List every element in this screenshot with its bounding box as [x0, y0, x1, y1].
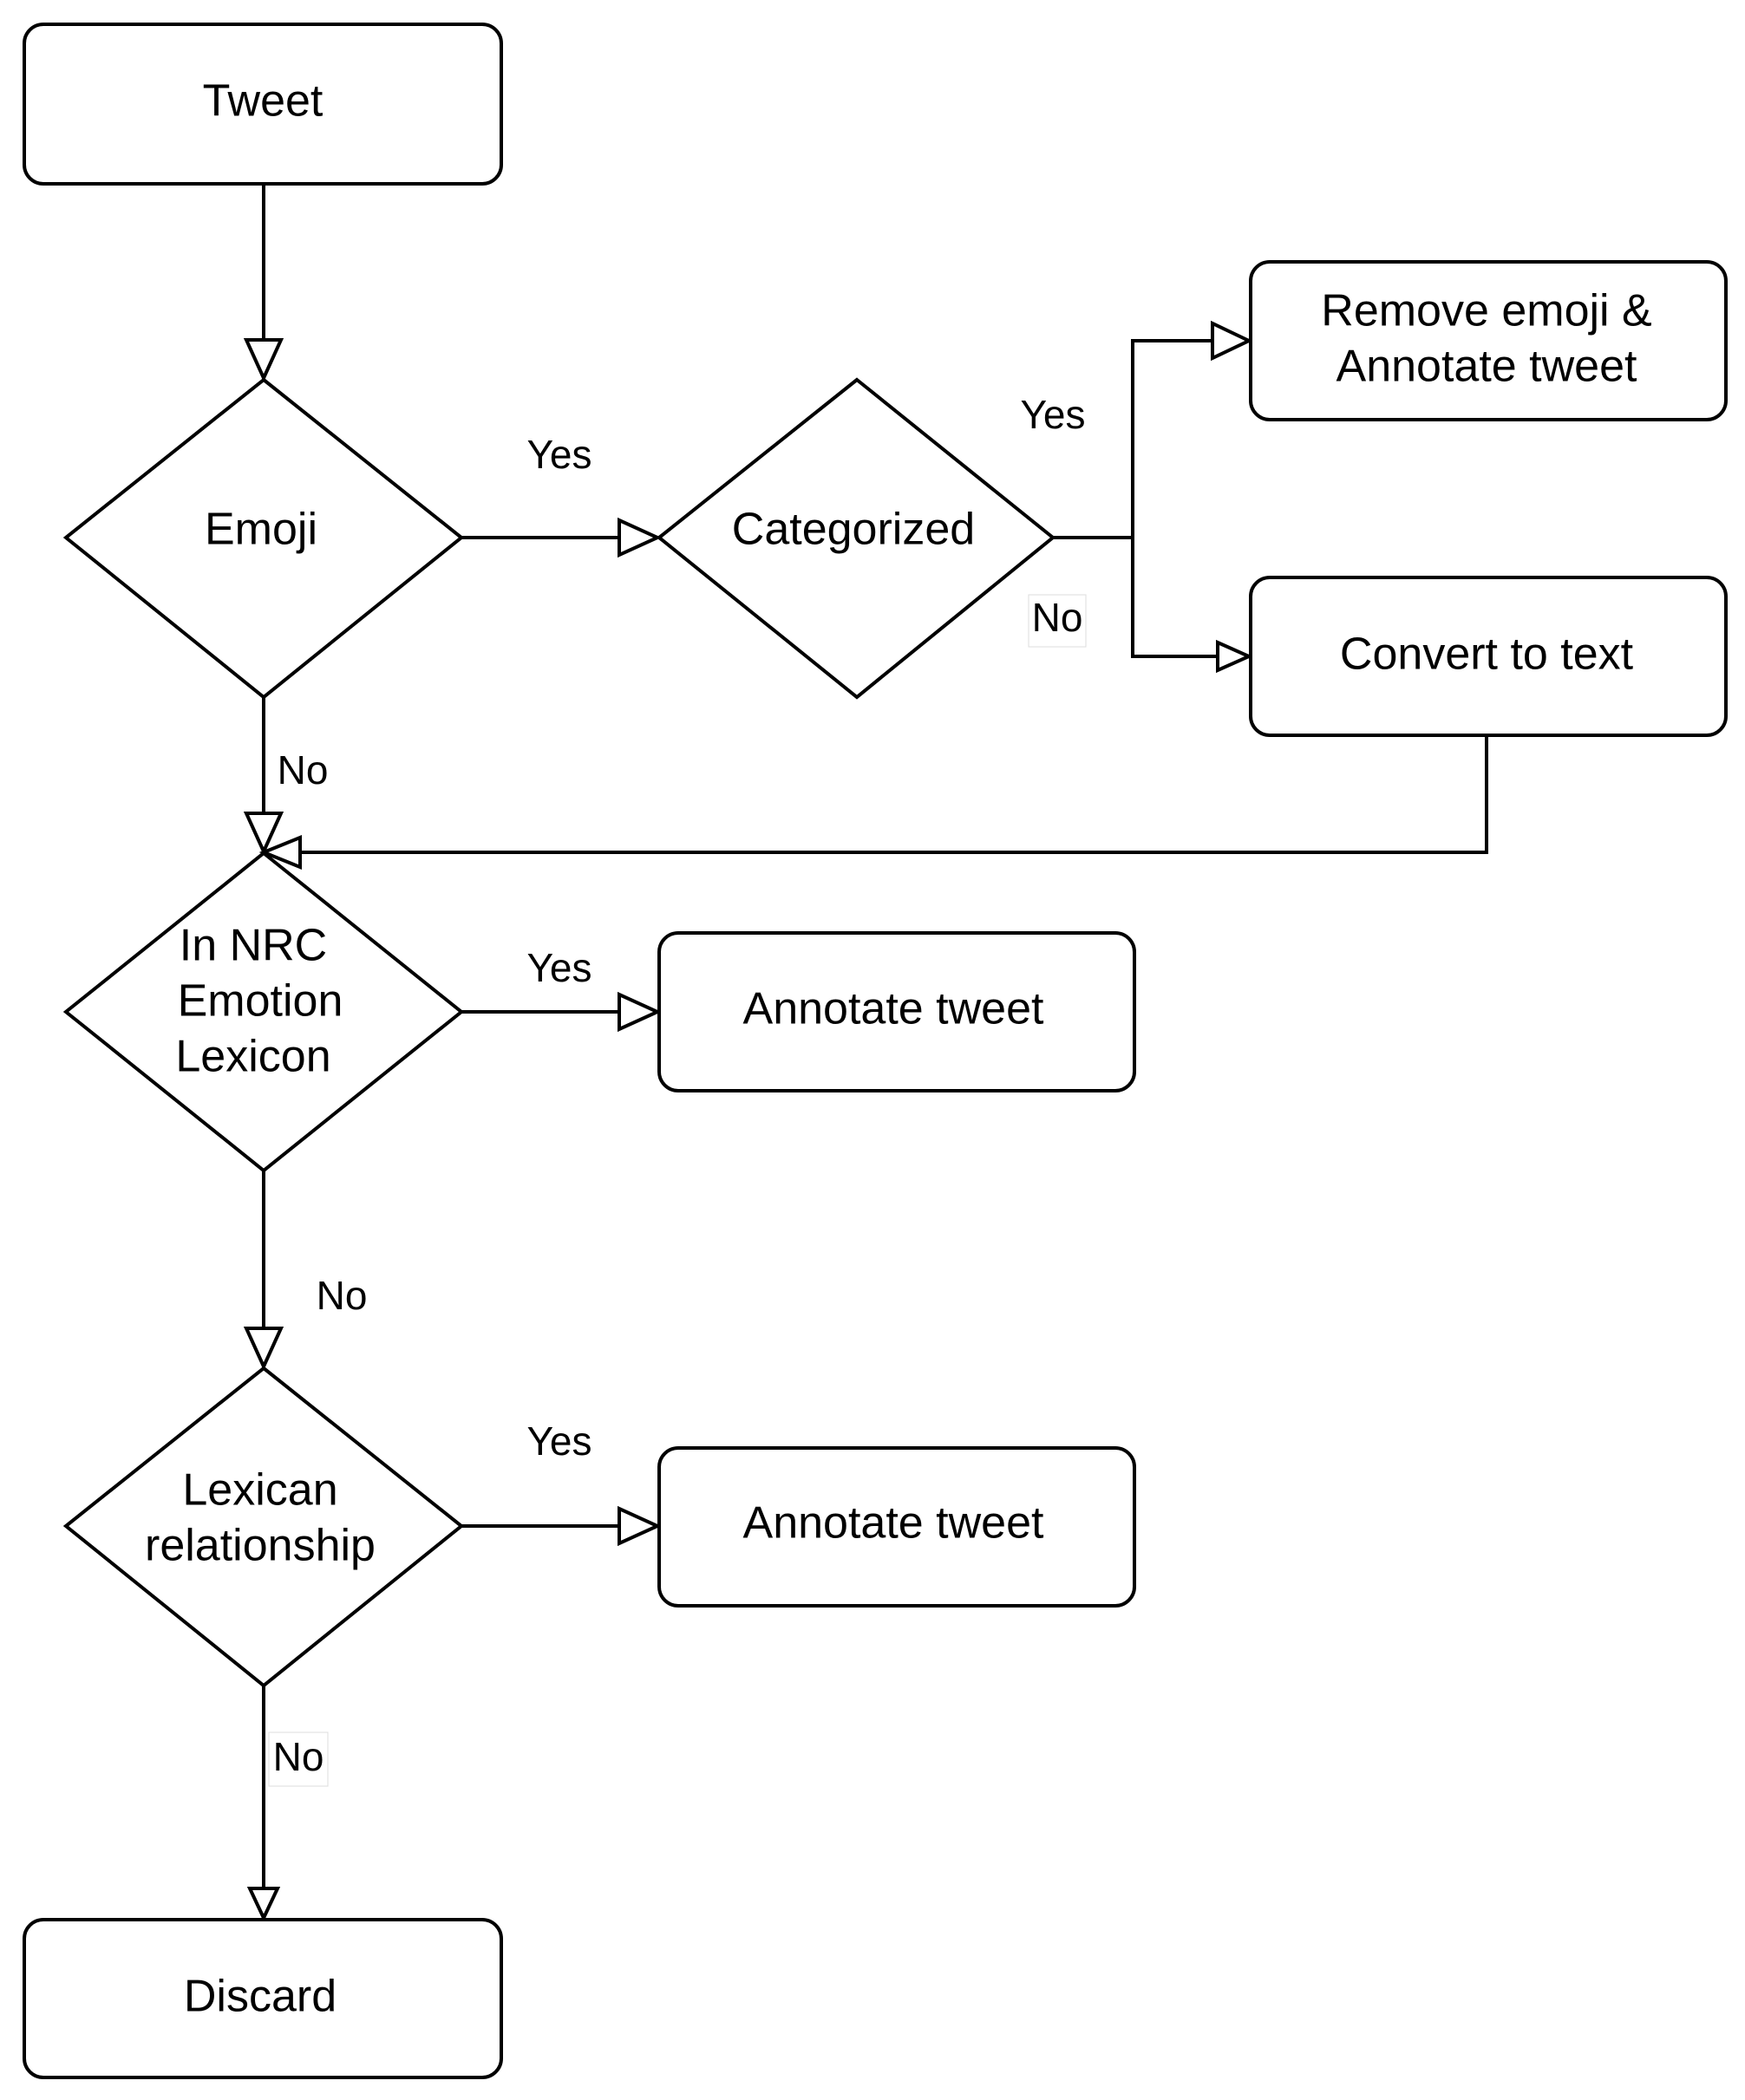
edge-label-lexrel-no: No [273, 1734, 324, 1779]
node-categorized: Categorized [656, 377, 1056, 700]
emoji-label: Emoji [205, 505, 317, 555]
arrowhead-tweet-to-emoji [243, 338, 284, 382]
annotate-1-label: Annotate tweet [743, 984, 1044, 1034]
annotate-1-box [657, 931, 1136, 1092]
edge-label-nrc-no: No [317, 1273, 368, 1318]
nrc-label-line1: In NRC [180, 921, 327, 971]
annotate-2-box [657, 1446, 1136, 1608]
convert-to-text-box [1249, 576, 1728, 737]
arrowhead-nrc-to-lexrel [243, 1327, 284, 1371]
node-nrc-lexicon: In NRC Emotion Lexicon [62, 851, 465, 1173]
edge-label-lexrel-no-bg [268, 1732, 329, 1787]
convert-to-text-label: Convert to text [1340, 629, 1634, 680]
arrowhead-nrc-to-annotate [618, 991, 662, 1033]
edge-label-nrc-yes: Yes [526, 945, 591, 990]
edge-categorized-to-remove [1131, 339, 1212, 538]
tweet-box [23, 23, 503, 186]
lexrel-label-line2: relationship [145, 1521, 376, 1571]
arrowhead-emoji-to-categorized [618, 517, 662, 558]
node-emoji: Emoji [62, 377, 465, 700]
arrowhead-convert-to-nrc [258, 835, 302, 870]
arrowhead-categorized-to-convert [1216, 639, 1253, 674]
edge-label-emoji-no: No [278, 747, 329, 792]
edge-convert-to-nrc [300, 736, 1488, 854]
nrc-label-line2: Emotion [178, 976, 343, 1027]
edge-label-categorized-no-bg [1028, 594, 1087, 648]
arrowhead-lexrel-to-annotate [618, 1505, 662, 1547]
edge-label-categorized-no: No [1032, 595, 1083, 640]
edges [243, 184, 1488, 1922]
annotate-2-label: Annotate tweet [743, 1498, 1044, 1549]
node-annotate-2: Annotate tweet [657, 1446, 1136, 1608]
edge-label-categorized-yes: Yes [1020, 392, 1085, 437]
node-convert-to-text: Convert to text [1249, 576, 1728, 737]
discard-label: Discard [184, 1972, 337, 2022]
edge-label-emoji-yes: Yes [526, 432, 591, 477]
categorized-diamond [656, 377, 1056, 700]
categorized-label: Categorized [732, 505, 975, 555]
node-lexical-relationship: Lexican relationship [62, 1366, 465, 1688]
edge-categorized-to-convert [1131, 538, 1218, 658]
arrowhead-categorized-to-remove [1211, 320, 1253, 362]
discard-box [23, 1918, 503, 2079]
nrc-diamond [62, 851, 465, 1173]
node-annotate-1: Annotate tweet [657, 931, 1136, 1092]
node-remove-emoji: Remove emoji & Annotate tweet [1249, 260, 1728, 421]
node-tweet: Tweet [23, 23, 503, 186]
remove-emoji-label-line1: Remove emoji & [1321, 286, 1651, 336]
nrc-label-line3: Lexicon [175, 1032, 330, 1082]
emoji-diamond [62, 377, 465, 700]
arrowhead-emoji-to-nrc [243, 812, 284, 856]
arrowhead-lexrel-to-discard [246, 1887, 281, 1922]
lexrel-label-line1: Lexican [182, 1465, 337, 1516]
node-discard: Discard [23, 1918, 503, 2079]
remove-emoji-box [1249, 260, 1728, 421]
edge-label-lexrel-yes: Yes [526, 1418, 591, 1464]
edge-labels: Yes Yes No No Yes No Yes No [268, 392, 1087, 1787]
remove-emoji-label-line2: Annotate tweet [1337, 342, 1637, 392]
tweet-label: Tweet [203, 76, 324, 127]
lexrel-diamond [62, 1366, 465, 1688]
